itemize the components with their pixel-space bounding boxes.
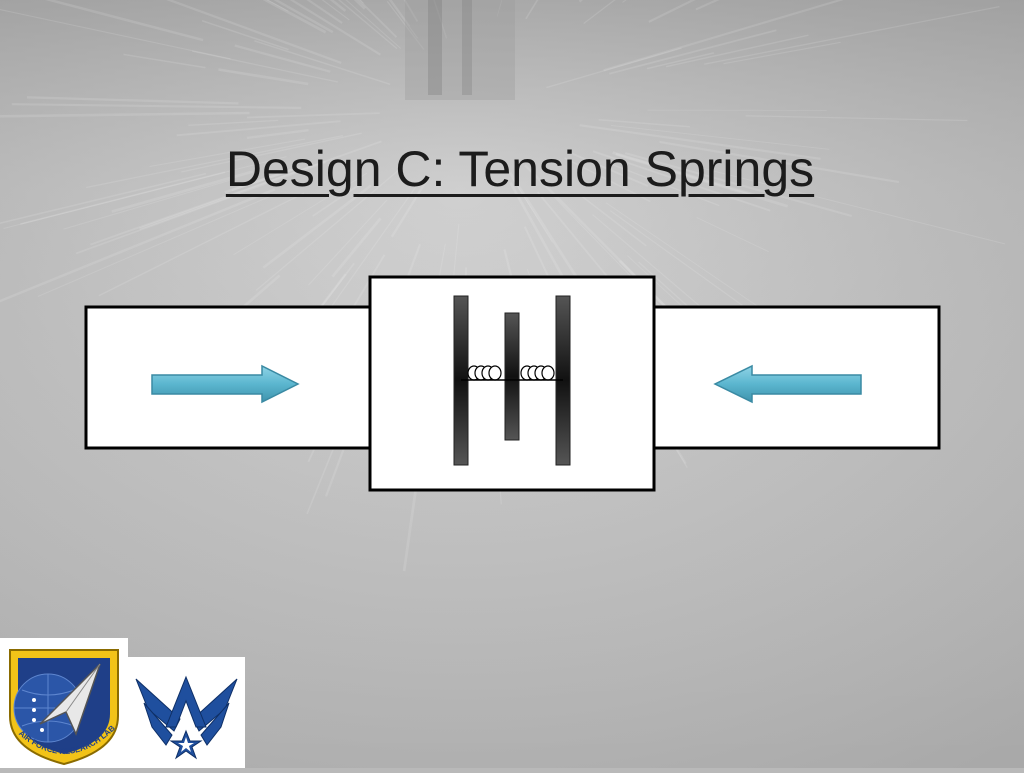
right-spring [521, 366, 554, 380]
middle-plate [505, 313, 519, 440]
air-force-symbol-logo [128, 657, 245, 768]
left-spring [468, 366, 501, 380]
afrl-seal-logo: AIR FORCE RESEARCH LABORATORY [0, 638, 128, 768]
